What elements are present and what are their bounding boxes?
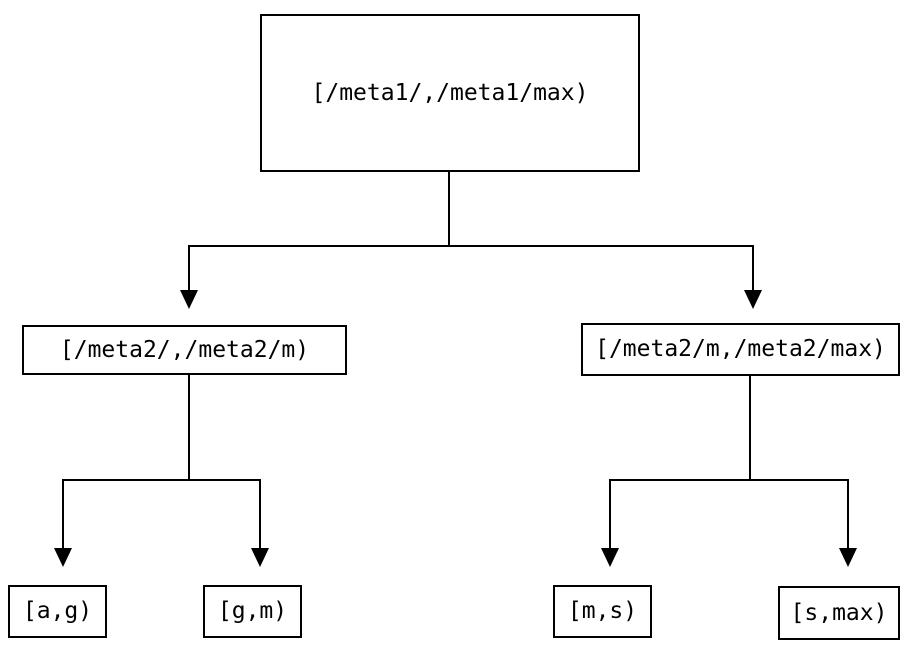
node-leaf-ms-label: [m,s) <box>567 598 638 624</box>
edge-meta2-right-to-leaf-smax-line <box>847 479 849 548</box>
node-meta2-left-range: [/meta2/,/meta2/m) <box>22 325 347 375</box>
arrowhead-down-icon <box>54 548 72 567</box>
edge-root-to-meta2-left-line <box>188 245 190 290</box>
arrowhead-down-icon <box>251 548 269 567</box>
arrowhead-down-icon <box>744 290 762 309</box>
edge-meta2-left-crossbar-line <box>62 479 261 481</box>
node-leaf-gm-range: [g,m) <box>203 585 302 638</box>
edge-meta2-left-to-leaf-ag-line <box>62 479 64 548</box>
edge-meta2-right-crossbar-line <box>609 479 849 481</box>
node-meta2-right-range: [/meta2/m,/meta2/max) <box>581 323 900 376</box>
edge-meta2-right-to-leaf-ms-line <box>609 479 611 548</box>
node-root-label: [/meta1/,/meta1/max) <box>311 79 589 106</box>
node-leaf-smax-range: [s,max) <box>778 586 900 640</box>
edge-root-to-meta2-right-line <box>752 245 754 290</box>
node-meta2-left-label: [/meta2/,/meta2/m) <box>59 336 310 363</box>
edge-meta2-right-stem-line <box>749 376 751 480</box>
edge-root-crossbar-line <box>188 245 754 247</box>
node-leaf-gm-label: [g,m) <box>217 598 288 624</box>
edge-root-stem-line <box>448 172 450 246</box>
node-meta2-right-label: [/meta2/m,/meta2/max) <box>595 336 886 362</box>
node-leaf-ag-label: [a,g) <box>22 598 93 624</box>
edge-meta2-left-stem-line <box>188 375 190 480</box>
arrowhead-down-icon <box>839 548 857 567</box>
node-leaf-ms-range: [m,s) <box>553 585 652 638</box>
node-leaf-ag-range: [a,g) <box>8 585 107 638</box>
edge-meta2-left-to-leaf-gm-line <box>259 479 261 548</box>
arrowhead-down-icon <box>601 548 619 567</box>
arrowhead-down-icon <box>180 290 198 309</box>
node-root-range: [/meta1/,/meta1/max) <box>260 14 640 172</box>
node-leaf-smax-label: [s,max) <box>790 599 888 626</box>
